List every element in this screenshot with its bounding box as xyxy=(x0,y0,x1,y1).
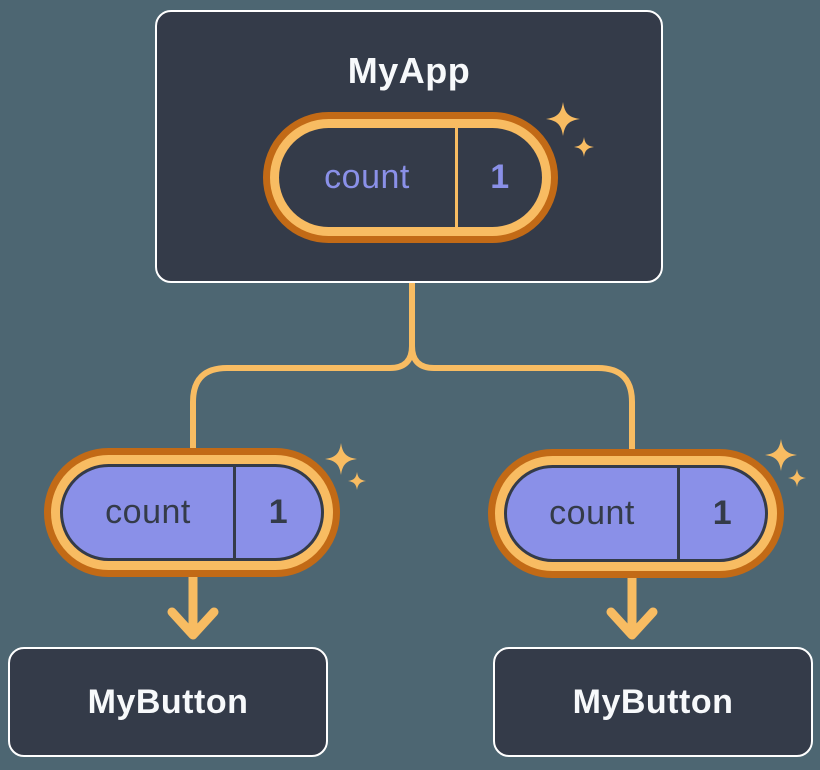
node-mybutton-right: MyButton xyxy=(493,647,813,757)
component-name: MyButton xyxy=(87,682,249,721)
state-pill-body: count 1 xyxy=(504,465,768,562)
component-name: MyButton xyxy=(572,682,734,721)
sparkle-icon xyxy=(765,439,806,487)
state-pill-child-left: count 1 xyxy=(44,448,340,577)
state-name-label: count xyxy=(549,494,635,532)
state-value: 1 xyxy=(455,128,542,227)
sparkle-icon xyxy=(546,102,594,157)
component-name: MyApp xyxy=(347,50,471,91)
state-pill-body: count 1 xyxy=(279,128,542,227)
node-mybutton-left: MyButton xyxy=(8,647,328,757)
state-pill-child-right: count 1 xyxy=(488,449,784,578)
state-pill-body: count 1 xyxy=(60,464,324,561)
state-pill-root: count 1 xyxy=(263,112,558,243)
connector-right-branch xyxy=(409,277,635,543)
state-value: 1 xyxy=(233,467,321,558)
state-name-label: count xyxy=(324,158,410,196)
sparkle-icon xyxy=(325,443,366,490)
state-name-label: count xyxy=(105,493,191,531)
state-value: 1 xyxy=(677,468,765,559)
